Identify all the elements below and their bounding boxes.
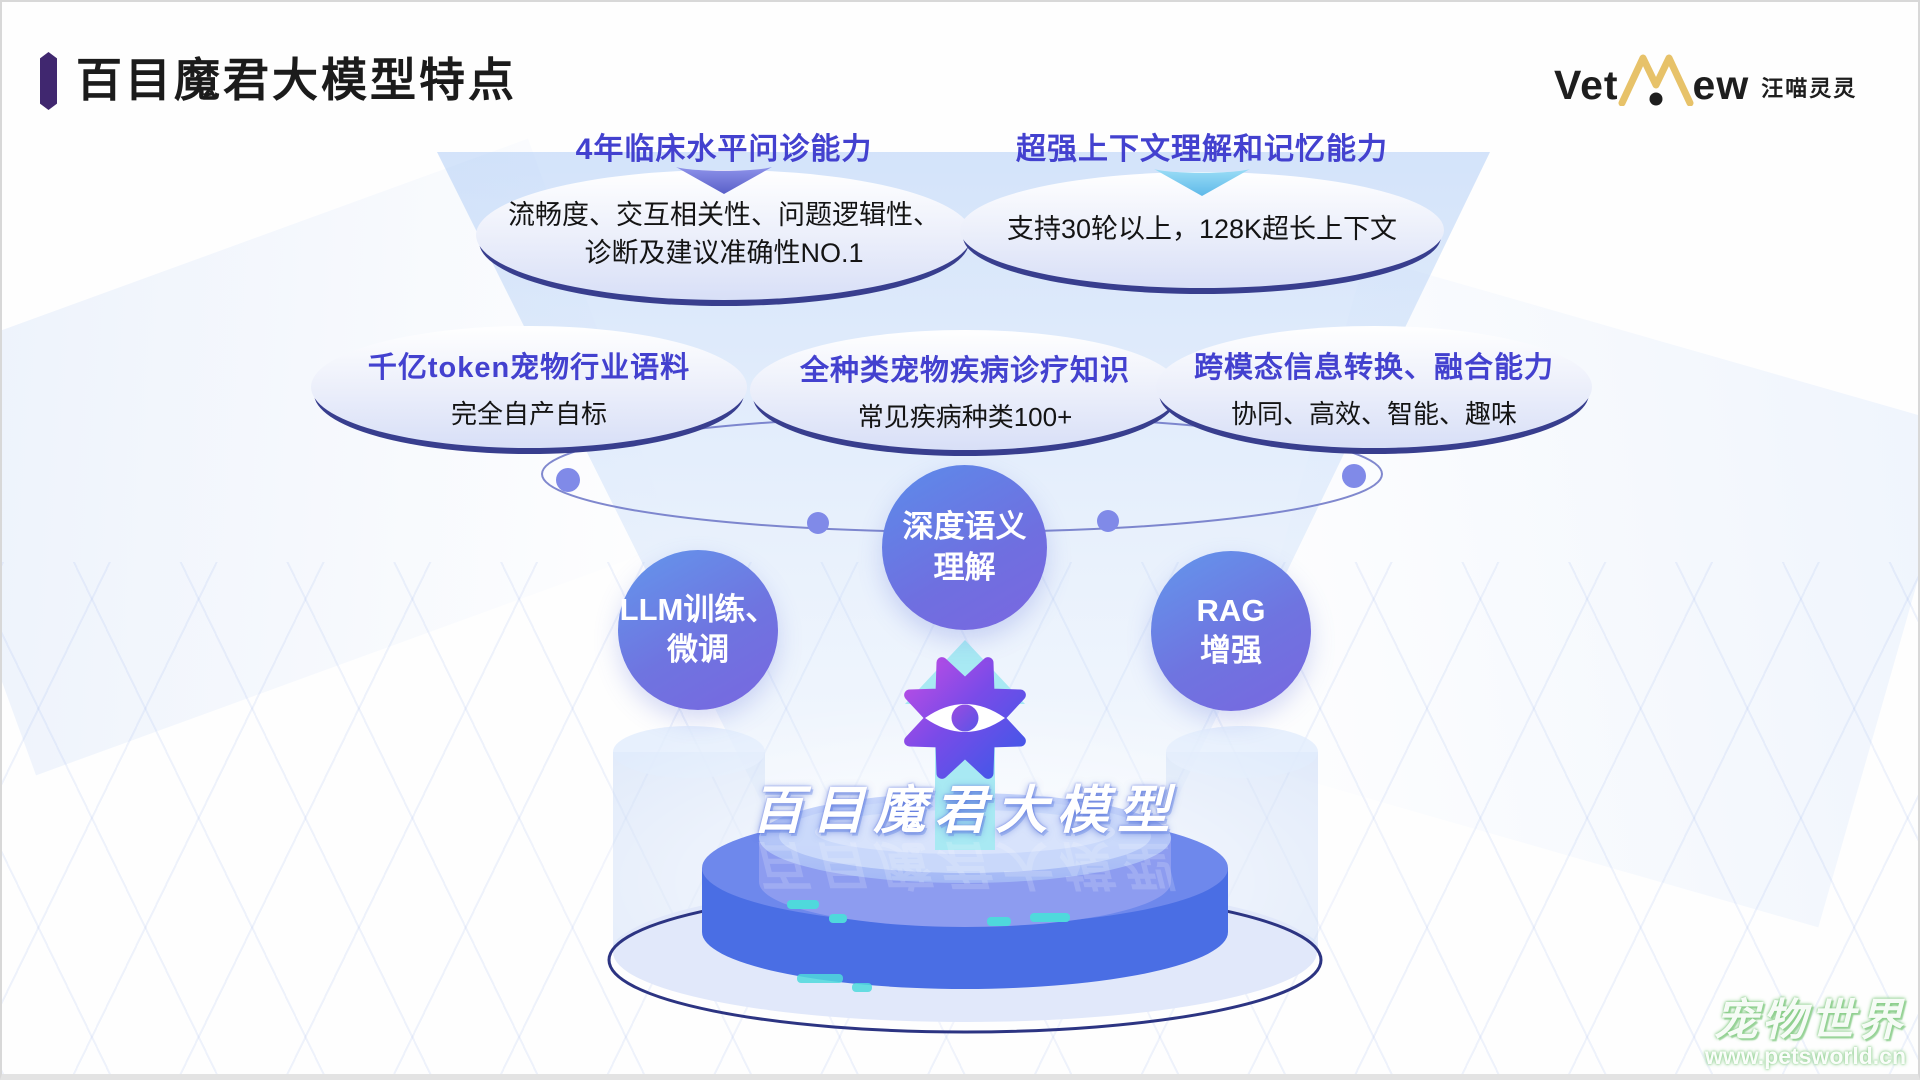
feature-header-context: 超强上下文理解和记忆能力 bbox=[1016, 133, 1388, 166]
logo-text-cn: 汪喵灵灵 bbox=[1761, 76, 1858, 101]
feature-bubble-consult: 流畅度、交互相关性、问题逻辑性、 诊断及建议准确性NO.1 bbox=[476, 167, 972, 306]
capability-node-semantic: 深度语义 理解 bbox=[882, 465, 1047, 630]
orbit-dot bbox=[556, 468, 580, 492]
node-label: 增强 bbox=[1200, 633, 1262, 668]
node-label: RAG bbox=[1196, 592, 1266, 628]
capability-node-llm: LLM训练、 微调 bbox=[618, 550, 778, 710]
node-label: LLM训练、 bbox=[619, 591, 777, 627]
bubble-face: 跨模态信息转换、融合能力 协同、高效、智能、趣味 bbox=[1156, 326, 1592, 448]
feature-bubble-context: 支持30轮以上，128K超长上下文 bbox=[960, 169, 1444, 294]
feature-text: 支持30轮以上，128K超长上下文 bbox=[1006, 214, 1398, 245]
logo-text-vet: Vet bbox=[1554, 62, 1619, 108]
bubble-face: 千亿token宠物行业语料 完全自产自标 bbox=[311, 326, 747, 448]
logo-text-ew: ew bbox=[1692, 62, 1750, 108]
podium-dashes bbox=[787, 900, 1070, 992]
cat-ears-m-icon bbox=[1617, 50, 1695, 107]
orbit-dot bbox=[1097, 510, 1119, 532]
node-label: 深度语义 bbox=[902, 509, 1027, 545]
bubble-face: 全种类宠物疾病诊疗知识 常见疾病种类100+ bbox=[750, 330, 1180, 450]
node-label: 理解 bbox=[933, 549, 996, 585]
feature-text: 流畅度、交互相关性、问题逻辑性、 bbox=[508, 200, 940, 231]
feature-detail: 常见疾病种类100+ bbox=[857, 401, 1073, 432]
feature-header-consult: 4年临床水平问诊能力 bbox=[575, 133, 873, 166]
page-title: 百目魔君大模型特点 bbox=[76, 54, 517, 106]
chevron-down-icon bbox=[676, 167, 772, 194]
feature-header: 全种类宠物疾病诊疗知识 bbox=[799, 354, 1130, 387]
feature-bubble-multimodal: 跨模态信息转换、融合能力 协同、高效、智能、趣味 bbox=[1156, 326, 1592, 454]
feature-detail: 协同、高效、智能、趣味 bbox=[1230, 398, 1517, 429]
eye-star-icon bbox=[904, 657, 1026, 779]
feature-header: 跨模态信息转换、融合能力 bbox=[1193, 351, 1554, 384]
orbit-dot bbox=[807, 512, 829, 534]
watermark: 宠物世界 www.petsworld.cn bbox=[1704, 995, 1906, 1069]
watermark-name: 宠物世界 bbox=[1714, 995, 1906, 1045]
feature-bubble-corpus: 千亿token宠物行业语料 完全自产自标 bbox=[311, 326, 747, 454]
title-accent-bar bbox=[40, 52, 57, 110]
logo: Vet ew 汪喵灵灵 bbox=[1554, 50, 1858, 108]
watermark-url: www.petsworld.cn bbox=[1704, 1042, 1906, 1069]
feature-bubble-disease: 全种类宠物疾病诊疗知识 常见疾病种类100+ bbox=[750, 330, 1180, 456]
feature-detail: 完全自产自标 bbox=[450, 398, 607, 429]
chevron-down-icon bbox=[1154, 169, 1250, 196]
model-name: 百目魔君大模型 bbox=[751, 782, 1179, 840]
capability-node-rag: RAG 增强 bbox=[1151, 551, 1311, 711]
model-name-reflection: 百目魔君大模型 bbox=[751, 835, 1179, 893]
feature-header: 千亿token宠物行业语料 bbox=[367, 351, 691, 384]
node-label: 微调 bbox=[667, 632, 729, 667]
feature-text: 诊断及建议准确性NO.1 bbox=[584, 238, 864, 268]
orbit-dot bbox=[1342, 464, 1366, 488]
